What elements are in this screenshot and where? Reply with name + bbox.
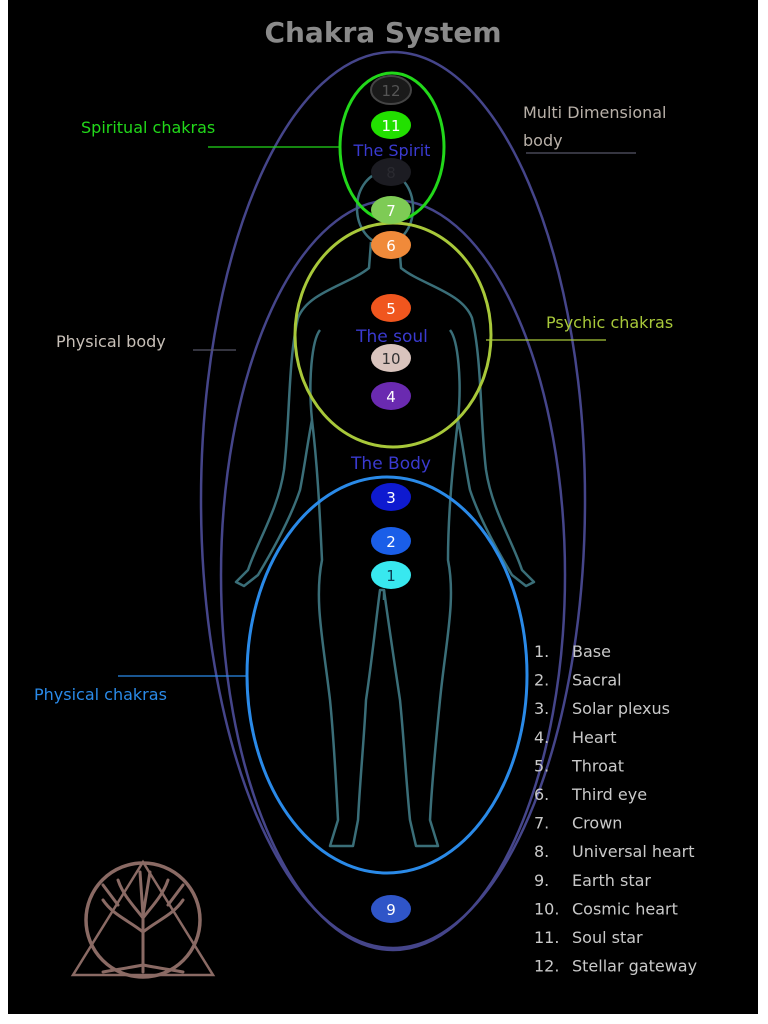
legend-item-number: 5. (534, 756, 549, 775)
leader-lines (118, 146, 636, 677)
chakra-4: 4 (371, 382, 411, 410)
chakra-11-circle (371, 111, 411, 139)
logo-circle (84, 861, 202, 979)
chakra-6: 6 (371, 231, 411, 259)
legend-item-label: Crown (572, 814, 622, 833)
chakra-5-number: 5 (386, 300, 396, 318)
legend-item-label: Universal heart (572, 842, 695, 861)
chakra-10: 10 (371, 344, 411, 372)
legend-item-label: Stellar gateway (572, 957, 697, 976)
chakra-11-number: 11 (381, 117, 400, 135)
chakra-7: 7 (371, 196, 411, 224)
chakra-3: 3 (371, 483, 411, 511)
legend-item-label: Heart (572, 728, 617, 747)
legend-item-number: 10. (534, 899, 559, 918)
legend-item-label: Earth star (572, 871, 651, 890)
chakra-1-circle (371, 561, 411, 589)
chakra-2: 2 (371, 527, 411, 555)
legend-item-number: 7. (534, 814, 549, 833)
chakra-3-circle (371, 483, 411, 511)
multi-dimensional-label-line1: Multi Dimensional (523, 103, 667, 122)
legend-item-number: 8. (534, 842, 549, 861)
chakra-legend: 1. Base 2. Sacral 3. Solar plexus 4. Heart 5. Thr… (534, 642, 697, 976)
chakra-9-circle (371, 895, 411, 923)
chakra-8-circle (371, 158, 411, 186)
chakra-2-number: 2 (386, 533, 396, 551)
diagram-frame: Chakra System The Spirit The soul The Bo… (8, 0, 758, 1014)
chakra-2-circle (371, 527, 411, 555)
legend-item-number: 11. (534, 928, 559, 947)
multi-dimensional-body-oval (199, 50, 587, 950)
chakra-4-number: 4 (386, 388, 396, 406)
legend-item-number: 9. (534, 871, 549, 890)
legend-item-label: Solar plexus (572, 699, 670, 718)
chakra-11: 11 (371, 111, 411, 139)
physical-body-label: Physical body (56, 332, 166, 351)
chakra-8: 8 (371, 158, 411, 186)
legend-item-label: Cosmic heart (572, 899, 678, 918)
chakra-12-number: 12 (381, 82, 400, 100)
legend-item-number: 2. (534, 671, 549, 690)
chakra-4-circle (371, 382, 411, 410)
chakra-12: 12 (370, 75, 412, 105)
chakra-9: 9 (371, 895, 411, 923)
chakra-6-circle (371, 231, 411, 259)
diagram-title: Chakra System (264, 16, 501, 49)
tree-icon (101, 870, 185, 974)
legend-item-number: 3. (534, 699, 549, 718)
legend-item-label: Third eye (571, 785, 647, 804)
the-soul-label: The soul (355, 327, 428, 347)
legend-item-label: Base (572, 642, 611, 661)
chakra-1: 1 (371, 561, 411, 589)
legend-item-number: 12. (534, 957, 559, 976)
chakra-9-number: 9 (386, 901, 396, 919)
chakra-5: 5 (371, 294, 411, 322)
chakra-diagram: Chakra System The Spirit The soul The Bo… (34, 16, 697, 979)
chakra-7-circle (371, 196, 411, 224)
physical-chakras-label: Physical chakras (34, 685, 167, 704)
multi-dimensional-label-line2: body (523, 131, 563, 150)
tree-of-life-logo (70, 859, 216, 979)
the-spirit-label: The Spirit (353, 141, 431, 160)
chakra-3-number: 3 (386, 489, 396, 507)
legend-item-number: 1. (534, 642, 549, 661)
chakra-10-circle (371, 344, 411, 372)
chakra-circles: 12 11 8 7 6 5 10 4 3 2 1 9 (370, 75, 412, 923)
logo-triangle (70, 859, 216, 977)
legend-item-number: 4. (534, 728, 549, 747)
the-body-label: The Body (350, 454, 431, 474)
legend-item-label: Sacral (572, 671, 622, 690)
psychic-chakras-label: Psychic chakras (546, 313, 673, 332)
chakra-6-number: 6 (386, 237, 396, 255)
legend-item-number: 6. (534, 785, 549, 804)
chakra-8-number: 8 (386, 164, 396, 182)
physical-chakras-oval (245, 475, 529, 875)
legend-item-label: Throat (571, 756, 624, 775)
spiritual-chakras-label: Spiritual chakras (81, 118, 215, 137)
legend-item-label: Soul star (572, 928, 643, 947)
chakra-10-number: 10 (381, 350, 400, 368)
chakra-5-circle (371, 294, 411, 322)
chakra-7-number: 7 (386, 202, 396, 220)
chakra-12-circle (370, 75, 412, 105)
chakra-1-number: 1 (386, 567, 396, 585)
